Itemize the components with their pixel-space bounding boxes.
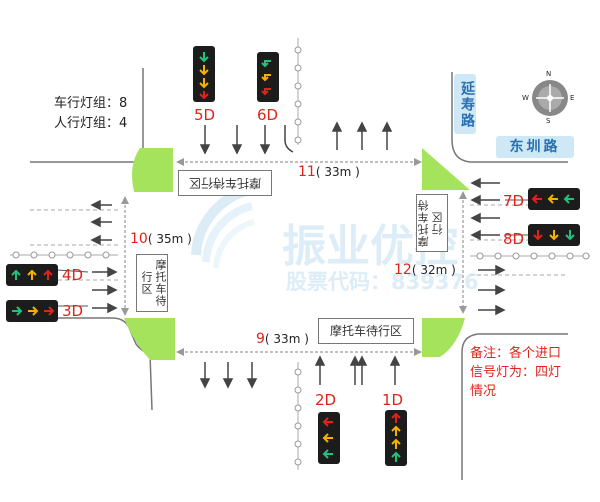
waiting-zone-north: 摩托车待行区 [178, 170, 272, 196]
signal-1d-label: 1D [382, 391, 404, 409]
signal-1d-lamps [391, 412, 401, 462]
crossing-west-len: ( 35m ) [147, 232, 192, 246]
crossing-north-len: ( 33m ) [315, 165, 360, 179]
signal-8d-label: 8D [503, 230, 525, 248]
signal-leaders [56, 199, 528, 307]
crossing-north: 11( 33m ) [298, 164, 360, 180]
signal-1d [385, 410, 407, 466]
signal-6d [257, 52, 279, 102]
street-north: 延寿路 [454, 74, 476, 134]
signal-5d-label: 5D [194, 106, 216, 124]
flow-arrows [90, 121, 506, 389]
compass-s: S [546, 117, 551, 125]
waiting-zone-south: 摩托车待行区 [318, 318, 414, 344]
crossing-south-num: 9 [256, 331, 265, 347]
street-east: 东圳路 [496, 136, 574, 158]
signal-3d-label: 3D [62, 302, 84, 320]
signal-4d-label: 4D [62, 266, 84, 284]
watermark-logo [191, 185, 255, 269]
compass-w: W [522, 94, 529, 102]
pedestrian-groups-label: 人行灯组：4 [54, 116, 128, 131]
crossing-east: 12( 32m ) [394, 262, 456, 278]
signal-8d [528, 224, 580, 246]
compass-e: E [570, 94, 575, 102]
signal-4d-lamps [11, 269, 53, 280]
compass-icon [532, 80, 568, 116]
signal-7d [528, 188, 580, 210]
signal-2d [318, 412, 340, 464]
signal-6d-label: 6D [257, 106, 279, 124]
crosswalk-heads [121, 158, 467, 356]
crossing-south-len: ( 33m ) [264, 332, 309, 346]
lane-lines [30, 204, 568, 281]
compass-n: N [546, 70, 552, 78]
signal-3d [6, 300, 58, 322]
vehicle-groups-label: 车行灯组：8 [54, 96, 128, 111]
signal-5d-lamps [199, 52, 209, 100]
signal-7d-label: 7D [503, 192, 525, 210]
waiting-zone-west: 摩托车待行区 [136, 254, 168, 312]
signal-7d-lamps [531, 194, 574, 204]
crossing-south: 9( 33m ) [256, 331, 309, 347]
signal-6d-lamps [261, 60, 271, 96]
note: 备注：各个进口 信号灯为：四灯 情况 [470, 344, 561, 401]
signal-8d-lamps [533, 230, 575, 241]
note-line-3: 情况 [470, 384, 497, 399]
crosswalks [124, 161, 464, 353]
crossing-west: 10( 35m ) [130, 231, 192, 247]
signal-5d [193, 46, 215, 102]
crossing-east-num: 12 [394, 262, 412, 278]
center-beads [12, 46, 590, 466]
corner-islands [124, 148, 470, 360]
note-line-2: 信号灯为：四灯 [470, 365, 562, 380]
signal-4d [6, 264, 58, 286]
waiting-zone-east: 摩托车待行区 [416, 194, 448, 252]
crossing-west-num: 10 [130, 231, 148, 247]
crossing-north-num: 11 [298, 164, 316, 180]
signal-3d-lamps [12, 306, 55, 316]
watermark-stock: 股票代码：839376 [286, 270, 479, 294]
signal-2d-lamps [322, 417, 333, 459]
signal-2d-label: 2D [315, 391, 337, 409]
crossing-east-len: ( 32m ) [411, 263, 456, 277]
note-line-1: 备注：各个进口 [470, 346, 562, 361]
